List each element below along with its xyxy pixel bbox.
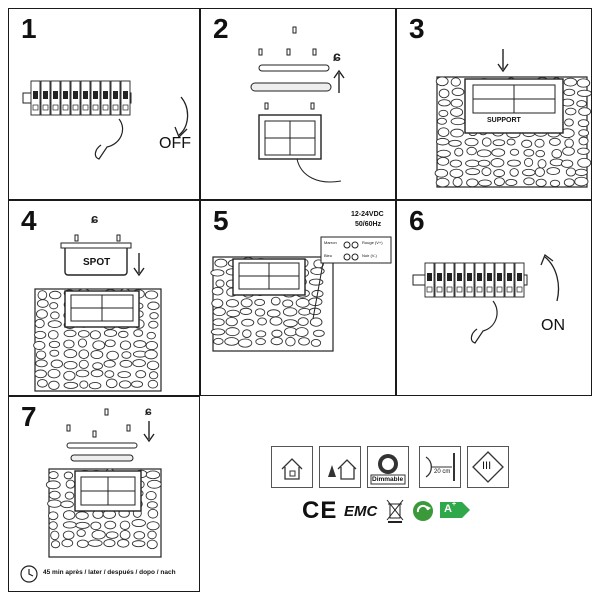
on-label: ON <box>541 317 565 334</box>
fixture-exploded-illustration: ɕ <box>250 26 345 183</box>
house-icon <box>271 446 313 488</box>
voltage-spec: 12-24VDC <box>351 211 384 218</box>
step-5-panel: 5 12-24VDC 50/60Hz Marron Bleu Rouge (V+… <box>200 200 396 396</box>
step-number: 6 <box>409 205 425 236</box>
svg-text:ɕ: ɕ <box>91 211 98 226</box>
weee-bin-icon <box>386 499 404 523</box>
recycle-icon <box>413 501 433 521</box>
wire-black-label: Noir (V-) <box>362 253 377 258</box>
wire-red-label: Rouge (V+) <box>362 240 383 245</box>
step-1-panel: 1 OFF <box>8 8 200 200</box>
step-7-panel: 7 ɕ 45 min après / later / después / dop… <box>8 396 200 592</box>
class-three-icon: III <box>467 446 509 488</box>
dimmable-label: Dimmable <box>372 476 404 483</box>
frequency-spec: 50/60Hz <box>355 221 382 228</box>
svg-text:ɕ: ɕ <box>333 48 341 64</box>
step-number: 7 <box>21 401 37 432</box>
energy-class-label: A <box>444 503 452 515</box>
breaker-on-illustration <box>412 253 560 344</box>
distance-icon: 20 cm <box>419 446 461 488</box>
off-label: OFF <box>159 135 191 152</box>
wiring-illustration <box>210 236 392 352</box>
energy-class-plus: + <box>452 501 457 508</box>
emc-mark: EMC <box>344 503 378 520</box>
dimmable-icon: Dimmable <box>367 446 409 488</box>
breaker-off-illustration <box>22 80 189 160</box>
spot-mounted-illustration: ɕ <box>20 404 162 583</box>
energy-class-icon <box>440 502 470 518</box>
spot-label: SPOT <box>83 257 111 268</box>
spot-insert-illustration: ɕ <box>33 211 162 392</box>
ce-mark: CE <box>302 497 338 524</box>
svg-text:ɕ: ɕ <box>145 404 152 418</box>
step-number: 4 <box>21 205 37 236</box>
outdoor-house-icon <box>319 446 361 488</box>
step-2-panel: 2 ɕ <box>200 8 396 200</box>
step-number: 1 <box>21 13 37 44</box>
distance-label: 20 cm <box>434 469 451 475</box>
wall-mount-illustration <box>434 49 591 188</box>
support-label: SUPPORT <box>487 117 521 124</box>
step-number: 5 <box>213 205 229 236</box>
class-three-label: III <box>482 460 492 472</box>
step-6-panel: 6 ON <box>396 200 592 396</box>
step-number: 3 <box>409 13 425 44</box>
step-3-panel: 3 SUPPORT <box>396 8 592 200</box>
wait-note: 45 min après / later / después / dopo / … <box>43 569 176 576</box>
wire-blue-label: Bleu <box>324 253 333 258</box>
wire-brown-label: Marron <box>324 240 337 245</box>
step-4-panel: 4 ɕ SPOT <box>8 200 200 396</box>
step-number: 2 <box>213 13 229 44</box>
